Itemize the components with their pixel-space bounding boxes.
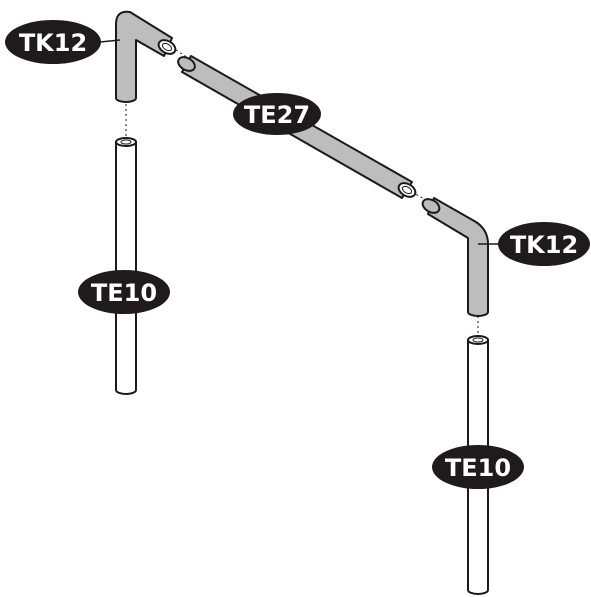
part-code-post-left: TE10 xyxy=(91,279,157,307)
label-crossbar: TE27 xyxy=(233,93,321,135)
part-code-elbow-right: TK12 xyxy=(510,231,578,259)
part-code-crossbar: TE27 xyxy=(244,101,310,129)
left-post-tube xyxy=(115,137,137,395)
part-code-post-right: TE10 xyxy=(445,454,511,482)
label-elbow-left: TK12 xyxy=(5,20,121,64)
label-elbow-right: TK12 xyxy=(478,222,590,266)
label-post-left: TE10 xyxy=(78,270,170,314)
left-elbow-fitting xyxy=(115,10,177,103)
right-elbow-fitting xyxy=(421,197,489,317)
part-code-elbow-left: TK12 xyxy=(19,29,87,57)
label-post-right: TE10 xyxy=(432,445,524,489)
assembly-guide-lines xyxy=(125,49,479,336)
